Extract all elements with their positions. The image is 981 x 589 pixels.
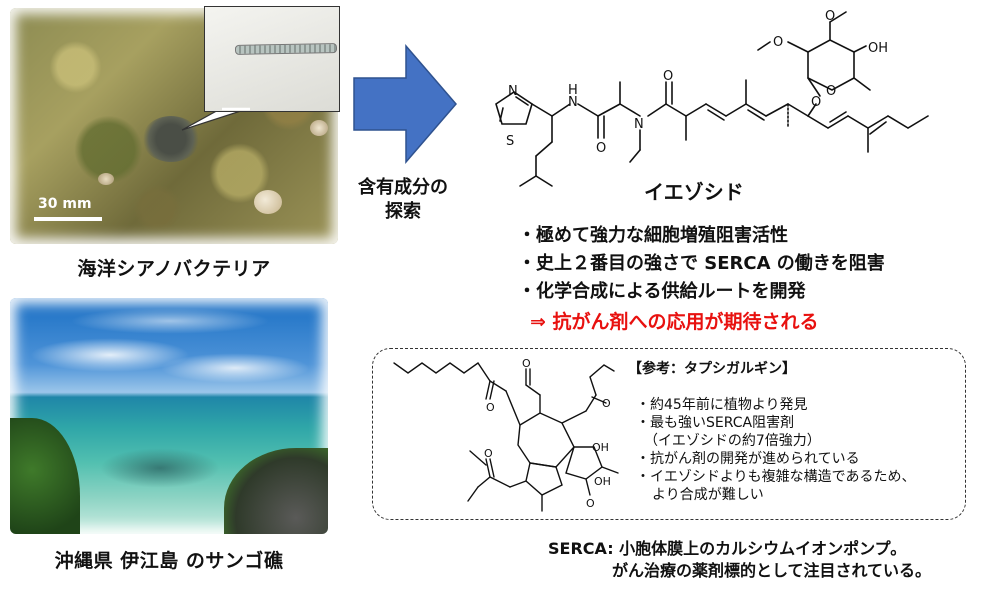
carbonyl-o2: O bbox=[663, 69, 673, 84]
arrow-label-line2: 探索 bbox=[385, 201, 421, 222]
thiazole-n: N bbox=[508, 84, 518, 99]
note-1: ・約45年前に植物より発見 bbox=[636, 397, 808, 413]
methoxy-o2: O bbox=[825, 9, 835, 24]
ester-o4: O bbox=[484, 447, 493, 460]
methyl-n: N bbox=[634, 117, 644, 132]
note-6: より合成が難しい bbox=[652, 487, 764, 503]
serca-footnote: SERCA: 小胞体膜上のカルシウムイオンポンプ。 がん治療の薬剤標的として注目… bbox=[548, 538, 931, 582]
note-4: ・抗がん剤の開発が進められている bbox=[636, 451, 860, 467]
photo1-caption: 海洋シアノバクテリア bbox=[77, 258, 271, 280]
note-5: ・イエゾシドよりも複雑な構造であるため、 bbox=[636, 469, 916, 485]
hydroxyl-2: OH bbox=[594, 475, 611, 488]
shell bbox=[254, 190, 282, 214]
note-3: （イエゾシドの約7倍強力） bbox=[644, 433, 821, 449]
reference-box bbox=[372, 348, 966, 520]
scale-label: 30 mm bbox=[38, 196, 92, 212]
shell bbox=[310, 120, 328, 136]
microscopy-inset bbox=[204, 6, 340, 112]
ether-o: O bbox=[811, 95, 821, 110]
right-cliff bbox=[224, 448, 328, 534]
callout-cover bbox=[222, 107, 250, 111]
compound-name: イエゾシド bbox=[644, 180, 744, 204]
conclusion: ⇒ 抗がん剤への応用が期待される bbox=[530, 311, 819, 333]
compound-bullets: ・極めて強力な細胞増殖阻害活性 ・史上２番目の強さで SERCA の働きを阻害 … bbox=[518, 222, 885, 306]
lactone-o: O bbox=[586, 497, 595, 510]
ester-o3: O bbox=[602, 397, 611, 410]
arrow-label: 含有成分の 探索 bbox=[348, 176, 458, 224]
thapsigargin-structure: O O O O OH OH O bbox=[393, 357, 619, 512]
cloud bbox=[70, 308, 270, 334]
footnote-line2: がん治療の薬剤標的として注目されている。 bbox=[612, 561, 932, 580]
reef-patch bbox=[100, 448, 220, 488]
bullet-3: ・化学合成による供給ルートを開発 bbox=[518, 281, 806, 302]
ester-o1: O bbox=[486, 401, 495, 414]
coral-reef-photo bbox=[10, 298, 328, 534]
ring-o: O bbox=[826, 84, 836, 99]
note-2: ・最も強いSERCA阻害剤 bbox=[636, 415, 795, 431]
bullet-2: ・史上２番目の強さで SERCA の働きを阻害 bbox=[518, 253, 885, 274]
ester-o2: O bbox=[522, 357, 531, 370]
footnote-line1: SERCA: 小胞体膜上のカルシウムイオンポンプ。 bbox=[548, 539, 907, 558]
bullet-1: ・極めて強力な細胞増殖阻害活性 bbox=[518, 225, 788, 246]
hydroxyl-1: OH bbox=[592, 441, 609, 454]
shell bbox=[98, 173, 114, 185]
amide-n: N bbox=[568, 95, 578, 110]
colony-blob bbox=[142, 116, 200, 162]
cloud bbox=[160, 353, 310, 383]
amide-h: H bbox=[568, 83, 578, 98]
search-arrow bbox=[353, 44, 457, 164]
scale-bar bbox=[34, 217, 102, 221]
reference-notes: ・約45年前に植物より発見 ・最も強いSERCA阻害剤 （イエゾシドの約7倍強力… bbox=[636, 396, 915, 504]
thiazole-s: S bbox=[506, 134, 514, 149]
methoxy-o1: O bbox=[773, 35, 783, 50]
hydroxyl: OH bbox=[868, 41, 888, 56]
arrow-label-line1: 含有成分の bbox=[358, 177, 448, 198]
left-cliff bbox=[10, 418, 80, 534]
carbonyl-o1: O bbox=[596, 141, 606, 156]
photo2-caption: 沖縄県 伊江島 のサンゴ礁 bbox=[54, 550, 284, 572]
iezoside-structure: S N N H O N O O O O O OH bbox=[495, 9, 929, 187]
reference-title: 【参考：タプシガルギン】 bbox=[628, 361, 796, 377]
